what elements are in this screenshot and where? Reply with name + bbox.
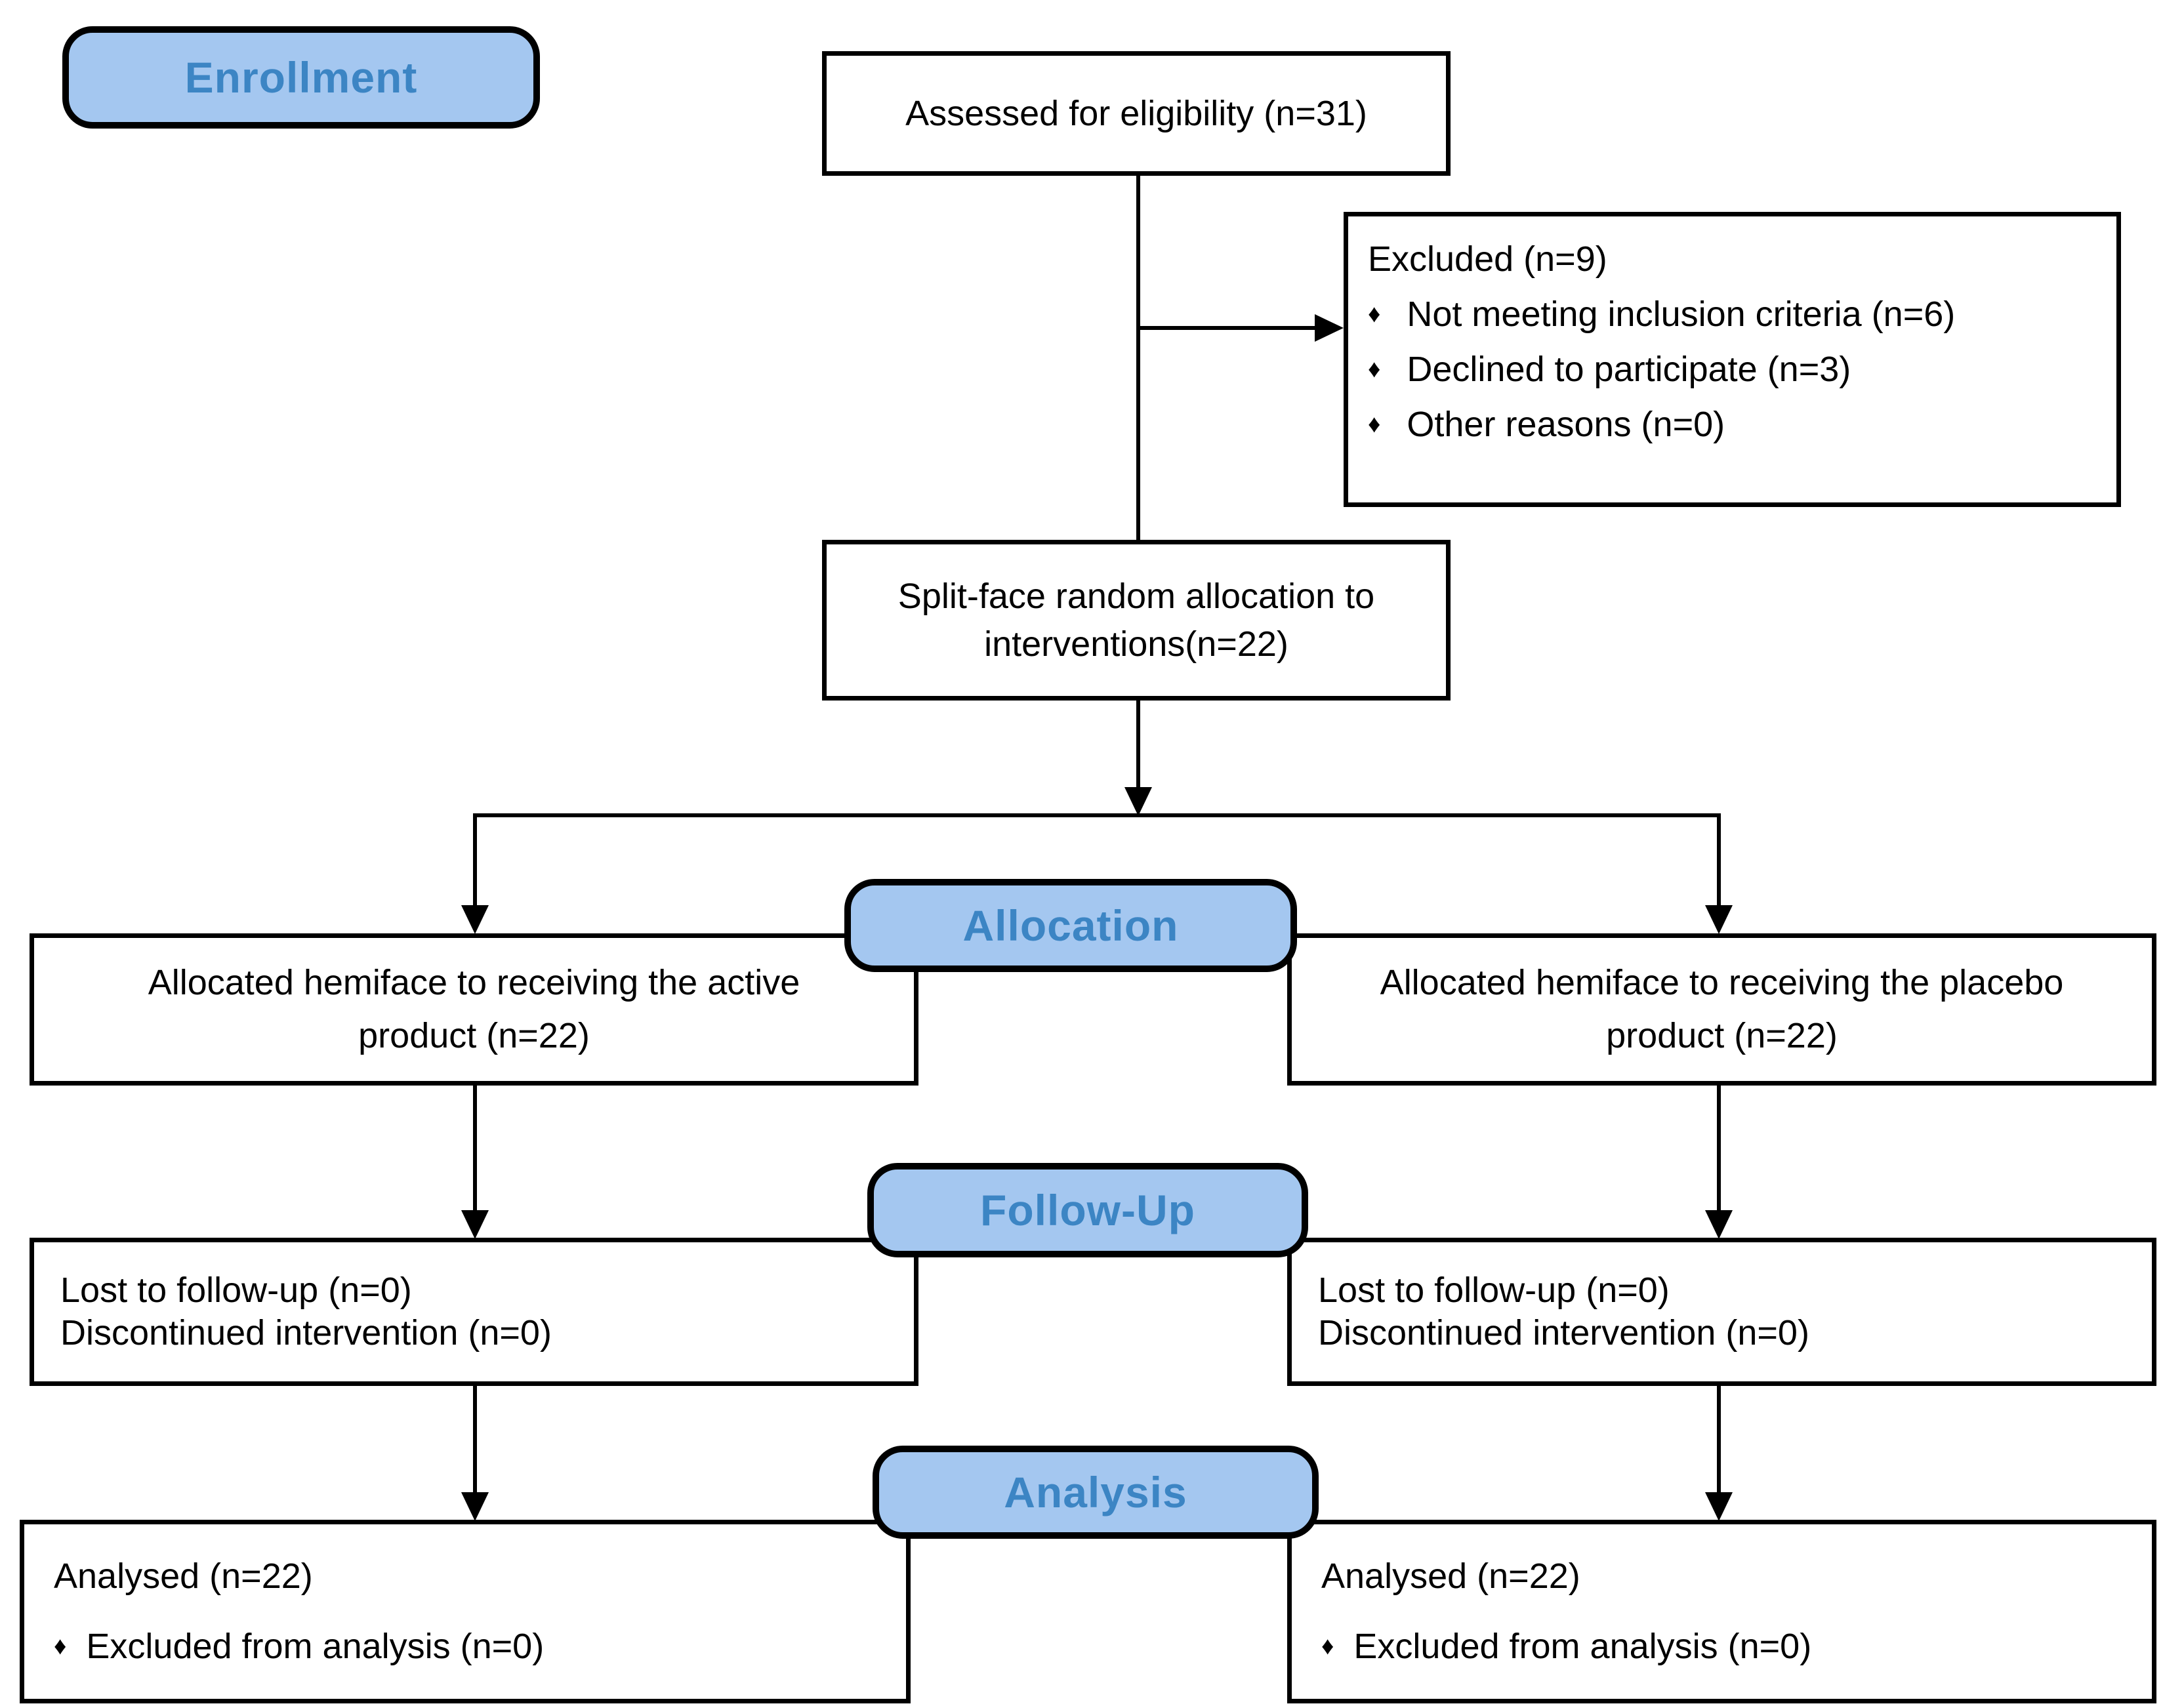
followup-active-line1: Lost to follow-up (n=0) (60, 1271, 412, 1311)
line-followup-to-analysis-active (473, 1385, 477, 1492)
line-split-branch (473, 813, 1721, 817)
line-allocated-to-followup-active (473, 1084, 477, 1210)
box-analysis-active: Analysed (n=22) ♦ Excluded from analysis… (20, 1520, 911, 1703)
line-assessed-to-randomized (1136, 174, 1140, 541)
arrowhead-to-excluded-icon (1315, 314, 1344, 342)
analysis-placebo-item: ♦ Excluded from analysis (n=0) (1321, 1625, 2145, 1668)
stage-label: Enrollment (184, 53, 418, 102)
arrowhead-split-icon (1124, 787, 1152, 816)
stage-badge-analysis: Analysis (873, 1446, 1319, 1539)
stage-badge-enrollment: Enrollment (62, 26, 540, 129)
line-branch-to-allocated-active (473, 813, 477, 905)
arrowhead-allocated-placebo-icon (1705, 905, 1733, 934)
arrowhead-analysis-active-icon (461, 1492, 489, 1521)
stage-label: Allocation (962, 901, 1179, 950)
excluded-item-text: Other reasons (n=0) (1407, 405, 1725, 444)
box-assessed-eligibility: Assessed for eligibility (n=31) (822, 51, 1451, 176)
randomized-line1: Split-face random allocation to (897, 576, 1375, 616)
randomized-line2: interventions(n=22) (984, 624, 1288, 664)
line-allocated-to-followup-placebo (1717, 1084, 1721, 1210)
diamond-bullet-icon: ♦ (1368, 356, 1381, 383)
excluded-item: ♦ Other reasons (n=0) (1368, 404, 2103, 445)
line-randomized-to-split (1136, 699, 1140, 788)
stage-badge-allocation: Allocation (844, 879, 1297, 972)
arrowhead-analysis-placebo-icon (1705, 1492, 1733, 1521)
stage-label: Follow-Up (980, 1186, 1195, 1234)
excluded-title: Excluded (n=9) (1368, 239, 1607, 279)
analysis-placebo-line2: Excluded from analysis (n=0) (1353, 1627, 1812, 1666)
line-branch-to-allocated-placebo (1717, 813, 1721, 905)
excluded-item: ♦ Not meeting inclusion criteria (n=6) (1368, 294, 2103, 335)
analysis-placebo-line1: Analysed (n=22) (1321, 1556, 1580, 1596)
diamond-bullet-icon: ♦ (1368, 300, 1381, 328)
excluded-item-text: Not meeting inclusion criteria (n=6) (1407, 295, 1956, 334)
box-allocated-active: Allocated hemiface to receiving the acti… (30, 933, 918, 1086)
followup-placebo-line2: Discontinued intervention (n=0) (1318, 1313, 1809, 1352)
stage-label: Analysis (1004, 1468, 1187, 1516)
diamond-bullet-icon: ♦ (1321, 1633, 1334, 1661)
box-randomized-allocation: Split-face random allocation to interven… (822, 540, 1451, 701)
allocated-placebo-line2: product (n=22) (1606, 1016, 1838, 1055)
excluded-item-text: Declined to participate (n=3) (1407, 350, 1851, 389)
line-to-excluded (1138, 326, 1317, 330)
arrowhead-allocated-active-icon (461, 905, 489, 934)
diamond-bullet-icon: ♦ (1368, 411, 1381, 438)
analysis-active-line1: Analysed (n=22) (54, 1556, 313, 1596)
box-excluded: Excluded (n=9) ♦ Not meeting inclusion c… (1344, 212, 2121, 507)
followup-placebo-line1: Lost to follow-up (n=0) (1318, 1271, 1670, 1311)
box-followup-placebo: Lost to follow-up (n=0) Discontinued int… (1287, 1238, 2156, 1386)
analysis-active-item: ♦ Excluded from analysis (n=0) (54, 1625, 899, 1668)
line-followup-to-analysis-placebo (1717, 1385, 1721, 1492)
box-followup-active: Lost to follow-up (n=0) Discontinued int… (30, 1238, 918, 1386)
allocated-placebo-line1: Allocated hemiface to receiving the plac… (1380, 963, 2064, 1002)
allocated-active-line2: product (n=22) (358, 1016, 590, 1055)
analysis-active-line2: Excluded from analysis (n=0) (86, 1627, 545, 1666)
excluded-item: ♦ Declined to participate (n=3) (1368, 349, 2103, 390)
box-analysis-placebo: Analysed (n=22) ♦ Excluded from analysis… (1287, 1520, 2156, 1703)
allocated-active-line1: Allocated hemiface to receiving the acti… (148, 963, 800, 1002)
arrowhead-followup-active-icon (461, 1210, 489, 1239)
stage-badge-followup: Follow-Up (867, 1163, 1308, 1257)
assessed-text: Assessed for eligibility (n=31) (905, 93, 1367, 133)
arrowhead-followup-placebo-icon (1705, 1210, 1733, 1239)
followup-active-line2: Discontinued intervention (n=0) (60, 1313, 552, 1352)
box-allocated-placebo: Allocated hemiface to receiving the plac… (1287, 933, 2156, 1086)
diamond-bullet-icon: ♦ (54, 1633, 67, 1661)
